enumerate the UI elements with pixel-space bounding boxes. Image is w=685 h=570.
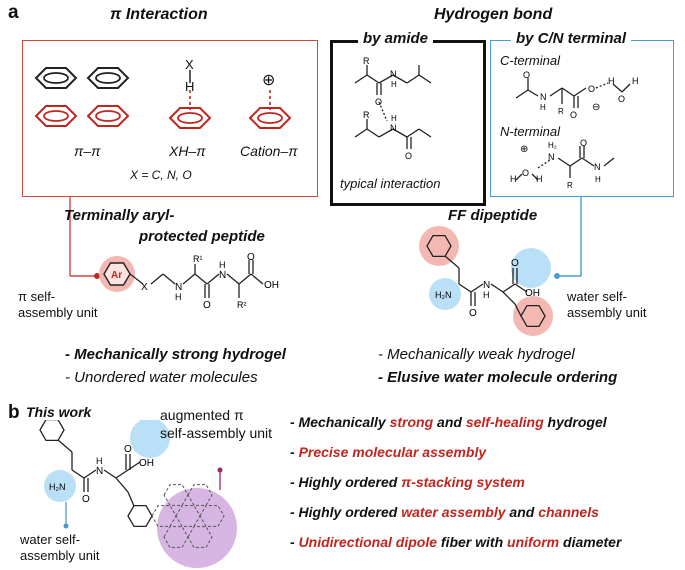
svg-text:H: H <box>391 114 397 123</box>
svg-text:N: N <box>96 466 103 477</box>
cation-pi-label: Cation–π <box>240 143 298 159</box>
svg-text:H₂N: H₂N <box>435 290 452 300</box>
svg-text:OH: OH <box>139 458 154 469</box>
pi-interaction-drawings <box>35 67 291 129</box>
svg-text:N: N <box>540 92 547 102</box>
svg-text:R: R <box>567 181 573 190</box>
right-bullet-2: - Elusive water molecule ordering <box>378 369 618 386</box>
left-bullet-1: - Mechanically strong hydrogel <box>65 346 286 363</box>
svg-text:N: N <box>483 280 490 291</box>
amide-box-title: by amide <box>358 30 434 47</box>
c-terminal-label: C-terminal <box>500 53 560 68</box>
pi-interaction-title: π Interaction <box>110 6 208 23</box>
svg-text:H: H <box>96 456 103 466</box>
svg-text:H₂: H₂ <box>548 141 557 150</box>
svg-text:O: O <box>469 308 477 319</box>
xh-pi-label: XH–π <box>169 143 206 159</box>
svg-text:H: H <box>608 76 615 86</box>
svg-text:R: R <box>363 56 370 66</box>
n-terminal-drawing: ⊕ H₂ N O R N H H O H <box>510 138 615 190</box>
water-unit-label-line2: assembly unit <box>567 305 647 320</box>
svg-text:⊕: ⊕ <box>520 144 528 155</box>
pi-unit-label-line1: π self- <box>18 289 56 304</box>
svg-text:O: O <box>523 70 530 80</box>
svg-text:O: O <box>580 138 587 148</box>
svg-text:O: O <box>618 94 625 104</box>
left-bullet-2: - Unordered water molecules <box>65 369 258 386</box>
svg-text:R²: R² <box>237 300 247 310</box>
svg-text:O: O <box>570 110 577 120</box>
svg-text:R¹: R¹ <box>193 254 203 264</box>
water-unit-b-label-line1: water self- <box>20 532 80 547</box>
panel-b-letter: b <box>8 402 20 423</box>
x-definition-note: X = C, N, O <box>130 168 192 182</box>
svg-text:O: O <box>124 444 132 455</box>
this-work-bullet-3: - Highly ordered π-stacking system <box>290 474 525 490</box>
svg-text:O: O <box>588 84 595 94</box>
svg-text:H: H <box>175 292 182 302</box>
svg-text:N: N <box>548 152 555 162</box>
svg-text:O: O <box>82 494 90 505</box>
this-work-bullet-5: - Unidirectional dipole fiber with unifo… <box>290 534 622 550</box>
svg-text:OH: OH <box>264 280 279 291</box>
xh-pi-h-atom: H <box>185 79 195 94</box>
svg-text:H: H <box>540 103 546 112</box>
this-work-structure: H₂N N H O O OH <box>39 420 237 568</box>
water-unit-b-label-line2: assembly unit <box>20 548 100 563</box>
this-work-bullet-1: - Mechanically strong and self-healing h… <box>290 414 607 430</box>
panel-a-letter: a <box>8 2 19 23</box>
amide-hbond-drawing: R N H O R N H O <box>354 56 432 161</box>
svg-text:OH: OH <box>525 288 540 299</box>
svg-text:O: O <box>203 300 211 311</box>
terminal-box-title: by C/N terminal <box>511 30 632 47</box>
svg-text:O: O <box>405 151 412 161</box>
c-terminal-drawing: O N H R O O H O H ⊖ <box>515 70 639 120</box>
svg-text:O: O <box>511 258 519 269</box>
svg-text:N: N <box>175 282 182 293</box>
svg-text:O: O <box>522 168 529 178</box>
right-bullet-1: - Mechanically weak hydrogel <box>378 346 575 363</box>
svg-text:O: O <box>247 252 255 263</box>
svg-text:N: N <box>390 69 397 79</box>
svg-text:H: H <box>595 175 601 184</box>
augmented-unit-label-line1: augmented π <box>160 407 244 423</box>
pi-unit-label-line2: assembly unit <box>18 305 98 320</box>
hydrogen-bond-title: Hydrogen bond <box>434 6 553 23</box>
this-work-bullets: - Mechanically strong and self-healing h… <box>290 414 621 550</box>
svg-text:⊖: ⊖ <box>592 102 600 113</box>
xh-pi-x-atom: X <box>185 57 194 72</box>
svg-text:H: H <box>510 174 517 184</box>
left-peptide-structure: Ar X N H R¹ N H O R² O OH <box>99 252 279 311</box>
left-peptide-title-line2: protected peptide <box>139 228 265 245</box>
svg-text:X: X <box>141 282 148 293</box>
ar-ring-label: Ar <box>111 270 122 281</box>
connector-lines <box>69 196 582 279</box>
augmented-unit-label-line2: self-assembly unit <box>160 425 273 441</box>
this-work-bullet-2: - Precise molecular assembly <box>290 444 487 460</box>
svg-text:O: O <box>375 97 382 107</box>
svg-text:R: R <box>363 110 370 120</box>
svg-text:H: H <box>632 76 639 86</box>
svg-text:R: R <box>558 107 564 116</box>
n-terminal-label: N-terminal <box>500 124 560 139</box>
left-peptide-title-line1: Terminally aryl- <box>64 207 175 224</box>
svg-text:H: H <box>536 174 543 184</box>
pi-pi-label: π–π <box>74 143 101 159</box>
ff-dipeptide-title: FF dipeptide <box>448 207 538 224</box>
this-work-bullet-4: - Highly ordered water assembly and chan… <box>290 504 599 520</box>
pi-interaction-box <box>22 40 318 197</box>
this-work-title: This work <box>26 404 92 420</box>
svg-text:H: H <box>391 80 397 89</box>
cation-icon: ⊕ <box>262 72 276 89</box>
ff-dipeptide-structure: H₂N N H O O OH <box>419 226 553 336</box>
typical-interaction-caption: typical interaction <box>340 176 441 191</box>
svg-text:N: N <box>219 270 226 281</box>
water-unit-label-line1: water self- <box>567 289 627 304</box>
svg-text:H₂N: H₂N <box>49 482 66 492</box>
svg-text:N: N <box>594 162 601 172</box>
svg-text:H: H <box>483 290 490 300</box>
svg-text:H: H <box>219 260 226 270</box>
svg-text:N: N <box>390 123 397 133</box>
